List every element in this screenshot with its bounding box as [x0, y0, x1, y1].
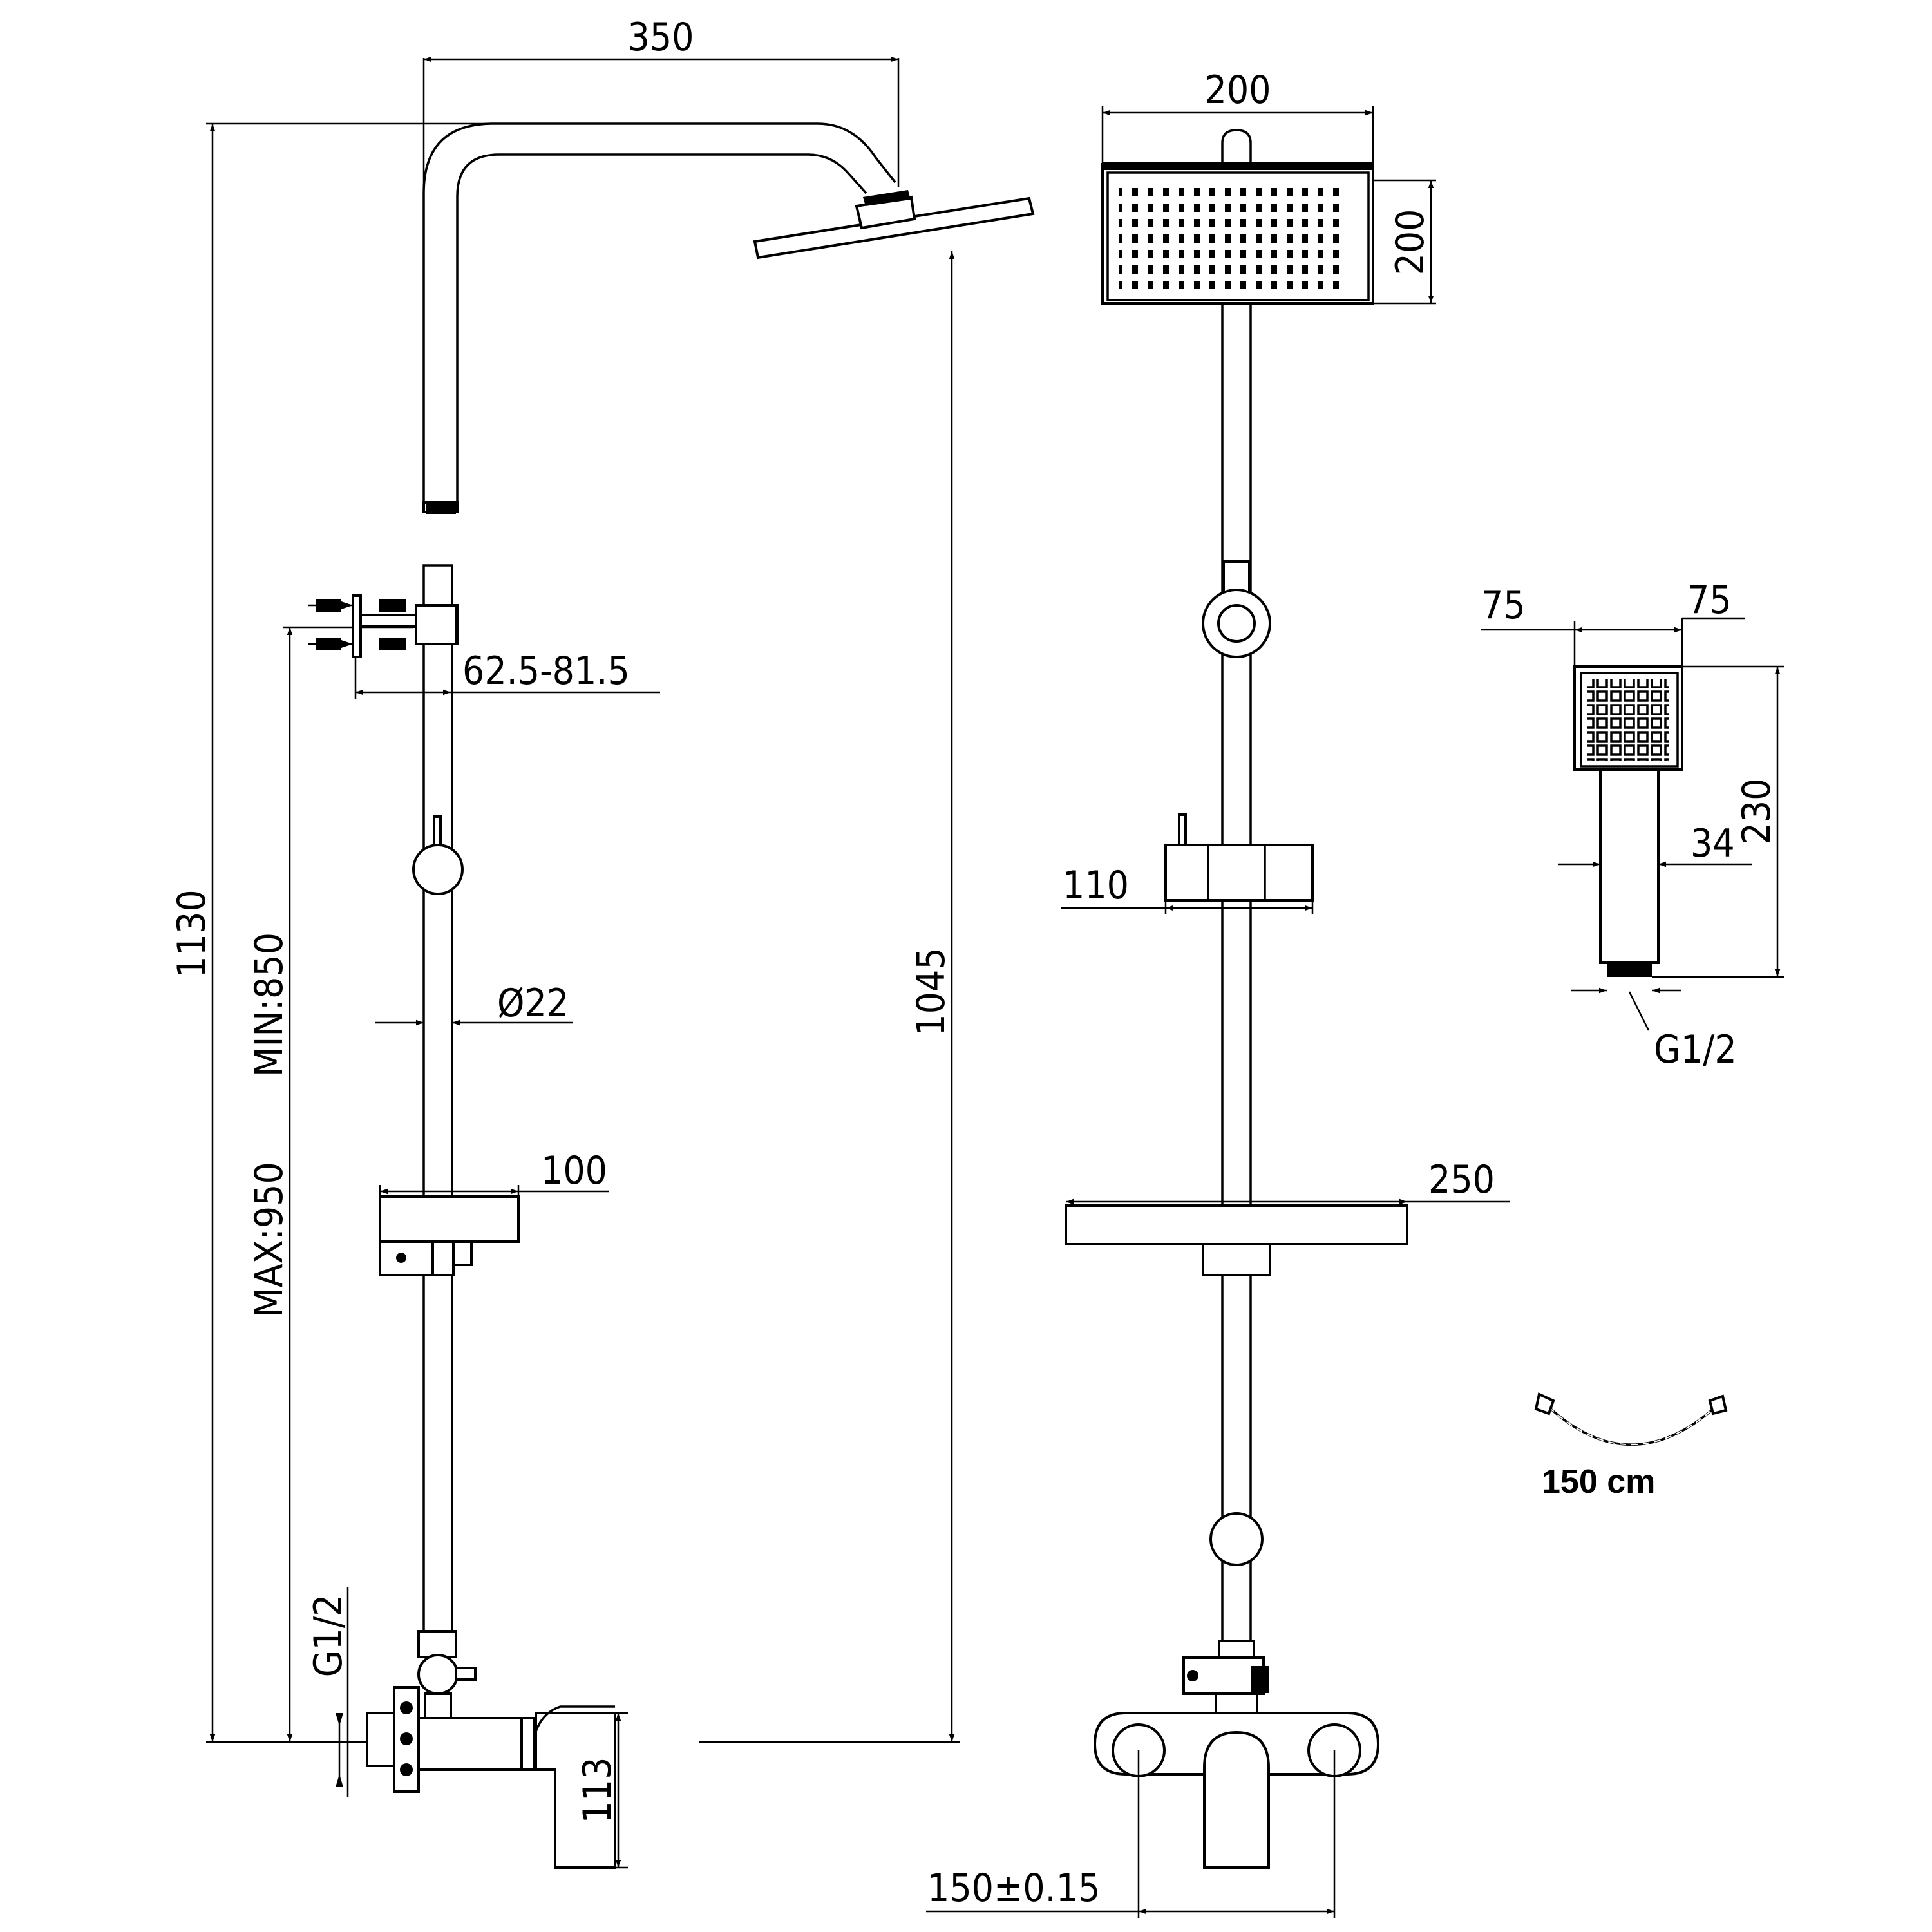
dim-total-height-label: 1130 — [169, 889, 214, 978]
dim-total-height: 1130 — [169, 122, 496, 1742]
mixer-front — [1093, 1640, 1380, 1869]
dim-head-width-label: 200 — [1204, 68, 1271, 113]
dim-hand-thread-label: G1/2 — [1654, 1027, 1737, 1072]
dim-bracket-depth-label: 62.5-81.5 — [462, 649, 630, 694]
hose: 150 cm — [1534, 1392, 1728, 1501]
slider-knob-side — [412, 815, 464, 895]
dim-mixer-depth-label: 113 — [575, 1757, 620, 1823]
soap-dish-side: 100 — [379, 1148, 609, 1276]
riser-rail-side — [415, 564, 457, 1633]
dim-hand-handle: 34 — [1558, 821, 1752, 867]
dim-hand-handle-label: 34 — [1690, 821, 1735, 866]
dim-arm-length-label: 350 — [627, 15, 694, 60]
dim-shelf-width-label: 250 — [1428, 1157, 1495, 1202]
dim-inlet-thread-side-label: G1/2 — [306, 1595, 351, 1678]
screw-icon — [308, 599, 406, 650]
front-view: 200 200 — [926, 68, 1510, 1918]
dim-rail-height-label: 1045 — [909, 947, 954, 1036]
dim-hand-right-label: 75 — [1687, 578, 1732, 623]
slider-front: 110 — [1061, 813, 1314, 914]
dim-hand-length-label: 230 — [1734, 778, 1779, 844]
dim-rail-diameter-label: Ø22 — [497, 981, 569, 1026]
lower-knob-front — [1209, 1512, 1264, 1566]
dim-height-max-label: MAX:950 — [247, 1162, 292, 1318]
dim-hand-length: 230 — [1652, 665, 1784, 978]
mixer-side — [348, 1630, 616, 1869]
dim-rail-height: 1045 — [699, 251, 960, 1743]
hand-shower: 75 75 230 34 G1/2 — [1481, 578, 1784, 1072]
dim-arm-length: 350 — [422, 15, 900, 270]
dim-slider-width-label: 110 — [1063, 863, 1129, 908]
dim-hand-thread: G1/2 — [1571, 987, 1737, 1072]
dim-rail-diameter: Ø22 — [375, 981, 573, 1026]
dim-head-depth: 200 — [1373, 179, 1436, 305]
dim-height-min-label: MIN:850 — [247, 933, 292, 1077]
shower-head-front: 200 — [1101, 162, 1436, 305]
dim-hand-left-label: 75 — [1481, 583, 1526, 628]
dim-centres: 150±0.15 — [926, 1750, 1336, 1918]
dim-height-range: MAX:950 MIN:850 — [206, 626, 413, 1743]
dim-soap-dish-label: 100 — [541, 1148, 607, 1193]
shower-arm — [422, 122, 896, 514]
dim-bracket-depth: 62.5-81.5 — [354, 649, 660, 699]
rail-bracket-front — [1202, 589, 1271, 658]
side-view: 350 1130 1045 — [169, 15, 1035, 1869]
shower-head-side — [753, 190, 1035, 260]
hose-length-label: 150 cm — [1542, 1463, 1655, 1501]
dim-centres-label: 150±0.15 — [927, 1866, 1100, 1911]
dim-head-width: 200 — [1101, 68, 1374, 164]
dim-hand-right: 75 — [1575, 578, 1745, 667]
dim-inlet-thread-side: G1/2 — [306, 1587, 351, 1797]
dim-head-depth-label: 200 — [1388, 209, 1433, 275]
dim-mixer-depth: 113 — [575, 1712, 628, 1869]
shelf-front: 250 — [1065, 1157, 1510, 1276]
dim-hand-left: 75 — [1481, 583, 1576, 667]
